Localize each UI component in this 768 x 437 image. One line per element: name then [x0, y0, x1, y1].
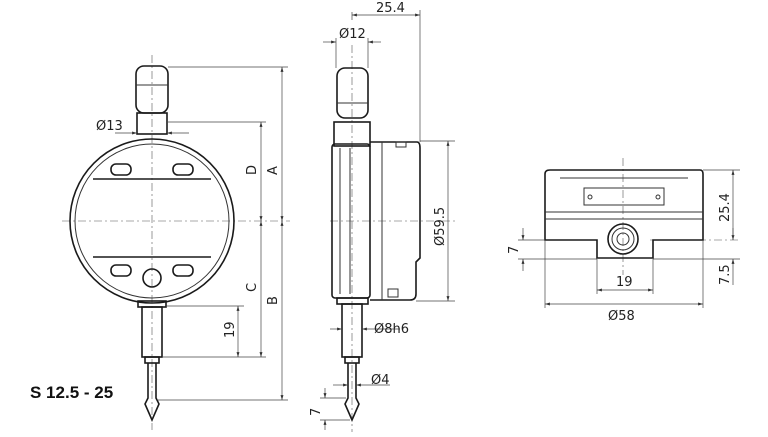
front-view: Ø13 A B D C 19 — [62, 55, 290, 430]
dim-dia-stem: Ø8h6 — [374, 322, 409, 337]
dim-width: 25.4 — [376, 1, 405, 16]
dim-dia-body: Ø59.5 — [433, 207, 448, 246]
side-view: 25.4 Ø12 Ø59.5 Ø8h6 Ø4 7 — [309, 1, 455, 432]
dim-dia: Ø58 — [608, 309, 635, 324]
dim-tip-length: 7 — [309, 408, 324, 416]
dim-19: 19 — [223, 321, 238, 338]
dim-lug-width: 19 — [616, 275, 633, 290]
dim-b: B — [266, 296, 281, 305]
dim-height: 25.4 — [718, 193, 733, 222]
dim-dia-knob: Ø12 — [339, 27, 366, 42]
dim-d: D — [245, 165, 260, 175]
model-label: S 12.5 - 25 — [30, 383, 113, 402]
dim-a: A — [266, 166, 281, 175]
dim-dia-collar: Ø13 — [96, 119, 123, 134]
dim-dia-tip: Ø4 — [371, 373, 390, 388]
dim-c: C — [245, 283, 260, 292]
dim-lug-height: 7.5 — [718, 264, 733, 285]
top-view: 25.4 7.5 7 19 Ø58 — [507, 158, 740, 324]
dim-offset: 7 — [507, 246, 522, 254]
